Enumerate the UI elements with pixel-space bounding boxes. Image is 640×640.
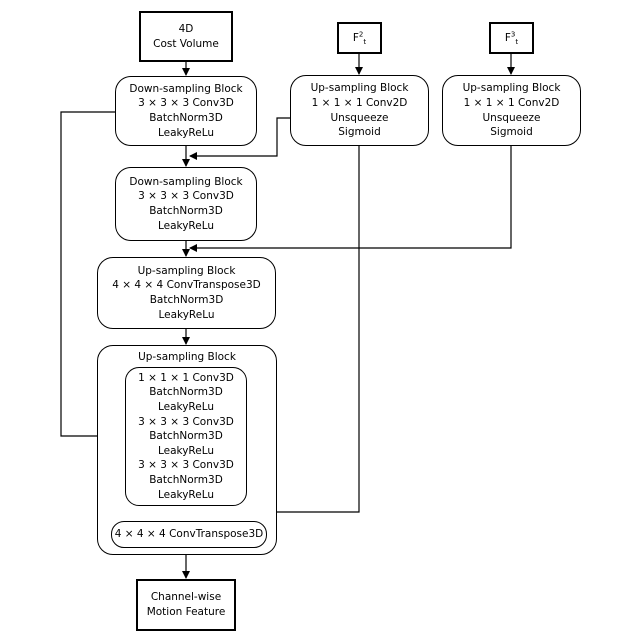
f2-subscript: t [363, 38, 366, 46]
up-sampling-conv2d-block-2: Up-sampling Block 1 × 1 × 1 Conv2D Unsqu… [442, 75, 581, 146]
down1-line-4: LeakyReLu [158, 126, 214, 141]
up3d-1-line-1: Up-sampling Block [138, 264, 236, 279]
output-line-1: Channel-wise [151, 590, 221, 605]
up2d-1-line-3: Unsqueeze [330, 111, 388, 126]
inner-line-8: BatchNorm3D [149, 473, 223, 488]
up3d-2-title: Up-sampling Block [138, 350, 236, 365]
inner-line-6: LeakyReLu [158, 444, 214, 459]
cost-volume-line-1: 4D [179, 22, 194, 37]
f2-input-node: F2t [337, 22, 382, 54]
up3d-1-line-4: LeakyReLu [158, 308, 214, 323]
transpose3d-label: 4 × 4 × 4 ConvTranspose3D [115, 527, 263, 542]
up-sampling-conv2d-block-1: Up-sampling Block 1 × 1 × 1 Conv2D Unsqu… [290, 75, 429, 146]
up2d-2-line-4: Sigmoid [490, 125, 532, 140]
inner-line-7: 3 × 3 × 3 Conv3D [138, 458, 234, 473]
down-sampling-block-1: Down-sampling Block 3 × 3 × 3 Conv3D Bat… [115, 76, 257, 146]
up-sampling-transpose3d-block-1: Up-sampling Block 4 × 4 × 4 ConvTranspos… [97, 257, 276, 329]
inner-conv-stack: 1 × 1 × 1 Conv3D BatchNorm3D LeakyReLu 3… [125, 367, 247, 506]
f3-input-node: F3t [489, 22, 534, 54]
inner-line-1: 1 × 1 × 1 Conv3D [138, 371, 234, 386]
output-node: Channel-wise Motion Feature [136, 579, 236, 631]
up2d-2-line-2: 1 × 1 × 1 Conv2D [464, 96, 560, 111]
cost-volume-node: 4D Cost Volume [139, 11, 233, 62]
f3-subscript: t [515, 38, 518, 46]
down1-line-3: BatchNorm3D [149, 111, 223, 126]
inner-line-4: 3 × 3 × 3 Conv3D [138, 415, 234, 430]
up2d-1-line-4: Sigmoid [338, 125, 380, 140]
inner-line-5: BatchNorm3D [149, 429, 223, 444]
f3-label: F3t [505, 31, 518, 46]
inner-line-9: LeakyReLu [158, 488, 214, 503]
down2-line-1: Down-sampling Block [129, 175, 242, 190]
up2d-1-line-2: 1 × 1 × 1 Conv2D [312, 96, 408, 111]
inner-line-2: BatchNorm3D [149, 385, 223, 400]
down2-line-4: LeakyReLu [158, 219, 214, 234]
transpose3d-layer: 4 × 4 × 4 ConvTranspose3D [111, 521, 267, 548]
up2d-2-line-1: Up-sampling Block [463, 81, 561, 96]
down2-line-2: 3 × 3 × 3 Conv3D [138, 189, 234, 204]
up2d-2-line-3: Unsqueeze [482, 111, 540, 126]
down1-line-2: 3 × 3 × 3 Conv3D [138, 96, 234, 111]
up3d-1-line-2: 4 × 4 × 4 ConvTranspose3D [112, 278, 260, 293]
up3d-1-line-3: BatchNorm3D [150, 293, 224, 308]
down1-line-1: Down-sampling Block [129, 82, 242, 97]
output-line-2: Motion Feature [147, 605, 226, 620]
f2-label: F2t [353, 31, 366, 46]
up2d-1-line-1: Up-sampling Block [311, 81, 409, 96]
inner-line-3: LeakyReLu [158, 400, 214, 415]
down2-line-3: BatchNorm3D [149, 204, 223, 219]
cost-volume-line-2: Cost Volume [153, 37, 219, 52]
down-sampling-block-2: Down-sampling Block 3 × 3 × 3 Conv3D Bat… [115, 167, 257, 241]
